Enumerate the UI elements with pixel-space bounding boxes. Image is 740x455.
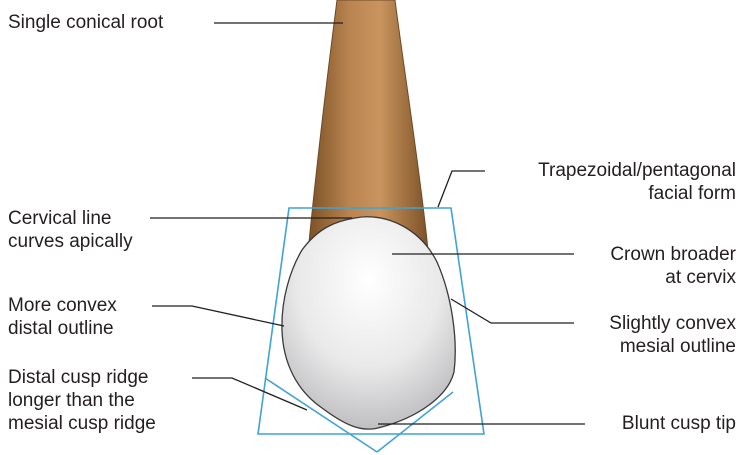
label-mesial-outline-line1: Slightly convex (609, 312, 736, 335)
label-cusp-ridge-line1: Distal cusp ridge (8, 366, 156, 389)
leader-distal-outline (152, 306, 284, 326)
label-cusp-ridge-line2: longer than the (8, 389, 156, 412)
label-cusp-ridge: Distal cusp ridge longer than the mesial… (8, 366, 156, 435)
label-facial-form-line2: facial form (538, 182, 736, 205)
label-cusp-tip: Blunt cusp tip (622, 412, 736, 435)
label-root-line1: Single conical root (8, 11, 163, 34)
label-cusp-tip-line1: Blunt cusp tip (622, 412, 736, 435)
label-facial-form-line1: Trapezoidal/pentagonal (538, 159, 736, 182)
label-distal-outline-line1: More convex (8, 294, 117, 317)
label-crown-broader-line1: Crown broader (610, 243, 736, 266)
leader-facial-form (438, 171, 485, 207)
label-distal-outline: More convex distal outline (8, 294, 117, 340)
label-mesial-outline-line2: mesial outline (609, 335, 736, 358)
label-crown-broader: Crown broader at cervix (610, 243, 736, 289)
label-mesial-outline: Slightly convex mesial outline (609, 312, 736, 358)
crown-shape (282, 217, 455, 429)
leader-mesial-outline (451, 299, 574, 323)
label-cervical-line1: Cervical line (8, 207, 133, 230)
label-facial-form: Trapezoidal/pentagonal facial form (538, 159, 736, 205)
label-crown-broader-line2: at cervix (610, 266, 736, 289)
label-cervical: Cervical line curves apically (8, 207, 133, 253)
label-cusp-ridge-line3: mesial cusp ridge (8, 412, 156, 435)
label-distal-outline-line2: distal outline (8, 317, 117, 340)
label-cervical-line2: curves apically (8, 230, 133, 253)
label-root: Single conical root (8, 11, 163, 34)
